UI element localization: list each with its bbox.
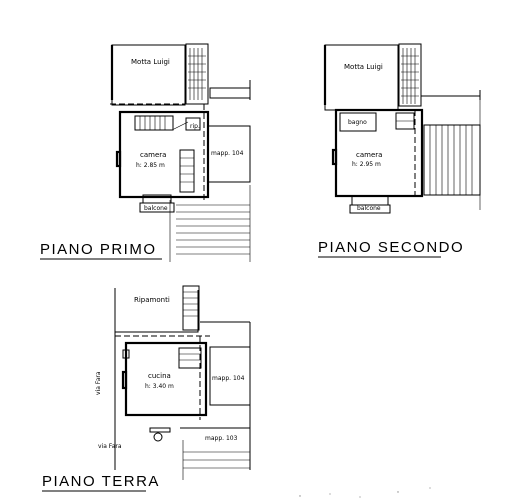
street-bottom-label: via Fara <box>98 443 122 450</box>
street-side-label: via Fara <box>95 371 102 395</box>
title-piano-terra: PIANO TERRA <box>42 473 160 490</box>
plot-label-terra-bottom: mapp. 103 <box>205 435 238 442</box>
plan-piano-terra: Ripamonti via Fara cucina h: 3.40 m mapp… <box>42 285 251 492</box>
room-height-secondo: h: 2.95 m <box>352 161 381 168</box>
plot-label-terra-right: mapp. 104 <box>212 375 245 382</box>
balcony-label-primo: balcone <box>144 205 168 212</box>
balcony-label-secondo: balcone <box>357 205 381 212</box>
scan-specks <box>299 487 431 498</box>
plan-piano-secondo: Motta Luigi bagno camera h: 2.95 m balco… <box>318 43 481 258</box>
landing-label: rip. <box>190 123 200 130</box>
title-piano-primo: PIANO PRIMO <box>40 241 157 258</box>
room-name-secondo: camera <box>356 151 382 159</box>
room-name-terra: cucina <box>148 372 171 380</box>
bath-label: bagno <box>348 119 367 126</box>
room-height-primo: h: 2.85 m <box>136 162 165 169</box>
room-height-terra: h: 3.40 m <box>145 383 174 390</box>
neighbor-label-primo: Motta Luigi <box>131 58 170 66</box>
plot-label-primo: mapp. 104 <box>211 150 244 157</box>
neighbor-label-secondo: Motta Luigi <box>344 63 383 71</box>
title-piano-secondo: PIANO SECONDO <box>318 239 464 256</box>
plan-piano-primo: Motta Luigi rip. camera h: 2.85 m mapp. … <box>40 43 251 262</box>
neighbor-label-terra: Ripamonti <box>134 296 170 304</box>
room-name-primo: camera <box>140 151 166 159</box>
